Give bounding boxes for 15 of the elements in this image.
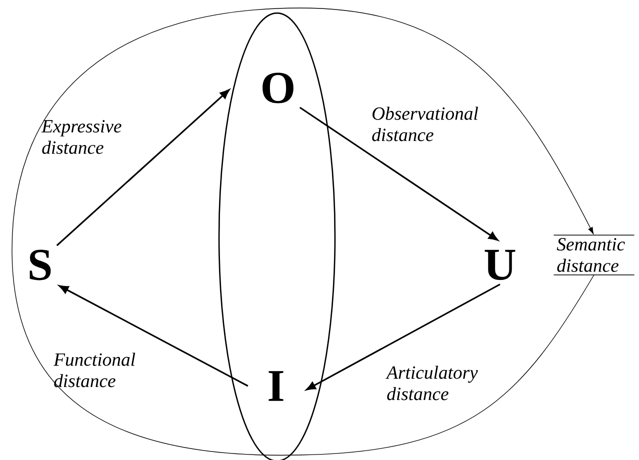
letter-label: O (262, 72, 294, 104)
arrow (12, 8, 594, 456)
arrow (58, 285, 248, 387)
arrow (306, 284, 500, 390)
arrow (56, 89, 230, 246)
edge-label: Functional distance (54, 352, 136, 388)
edge-label: Articulatory distance (386, 366, 478, 400)
edge-label: Observational distance (372, 106, 478, 142)
ruled-label: Semantic distance (553, 234, 635, 276)
letter-label: U (484, 250, 516, 280)
arrow (299, 106, 498, 241)
edge-label: Expressive distance (41, 120, 122, 154)
letter-label: I (268, 371, 284, 401)
ellipse-outline (218, 12, 336, 460)
letter-label: S (30, 250, 51, 280)
